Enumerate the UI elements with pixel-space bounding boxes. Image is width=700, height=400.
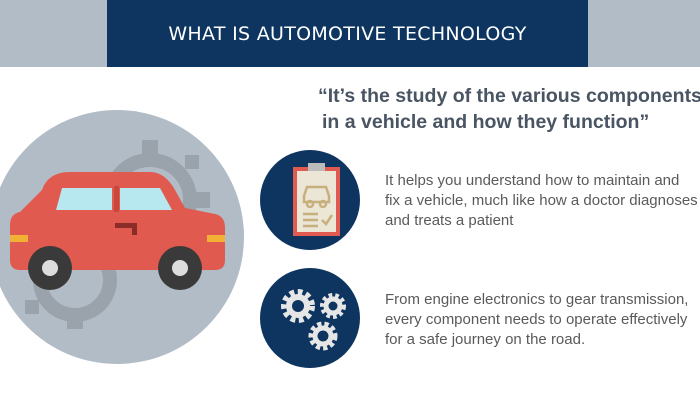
text-line: From engine electronics to gear transmis… — [385, 291, 689, 308]
gears-icon — [281, 289, 346, 351]
quote: “It’s the study of the various component… — [318, 83, 700, 135]
text-line: and treats a patient — [385, 212, 514, 229]
point-text: From engine electronics to gear transmis… — [385, 290, 688, 350]
car-icon — [10, 172, 225, 290]
quote-line: “It’s the study of the various component… — [318, 85, 700, 107]
text-line: It helps you understand how to maintain … — [385, 172, 680, 189]
text-line: every component needs to operate effecti… — [385, 311, 688, 328]
title-box: WHAT IS AUTOMOTIVE TECHNOLOGY — [107, 0, 588, 67]
gears-icon-circle — [260, 268, 360, 368]
clipboard-icon-circle — [260, 150, 360, 250]
clipboard-car-checklist-icon — [293, 163, 340, 236]
point-text: It helps you understand how to maintain … — [385, 171, 698, 231]
page-title: WHAT IS AUTOMOTIVE TECHNOLOGY — [168, 22, 527, 45]
text-line: fix a vehicle, much like how a doctor di… — [385, 192, 698, 209]
quote-line: in a vehicle and how they function” — [322, 111, 650, 133]
car-illustration — [10, 140, 225, 329]
text-line: for a safe journey on the road. — [385, 331, 586, 348]
